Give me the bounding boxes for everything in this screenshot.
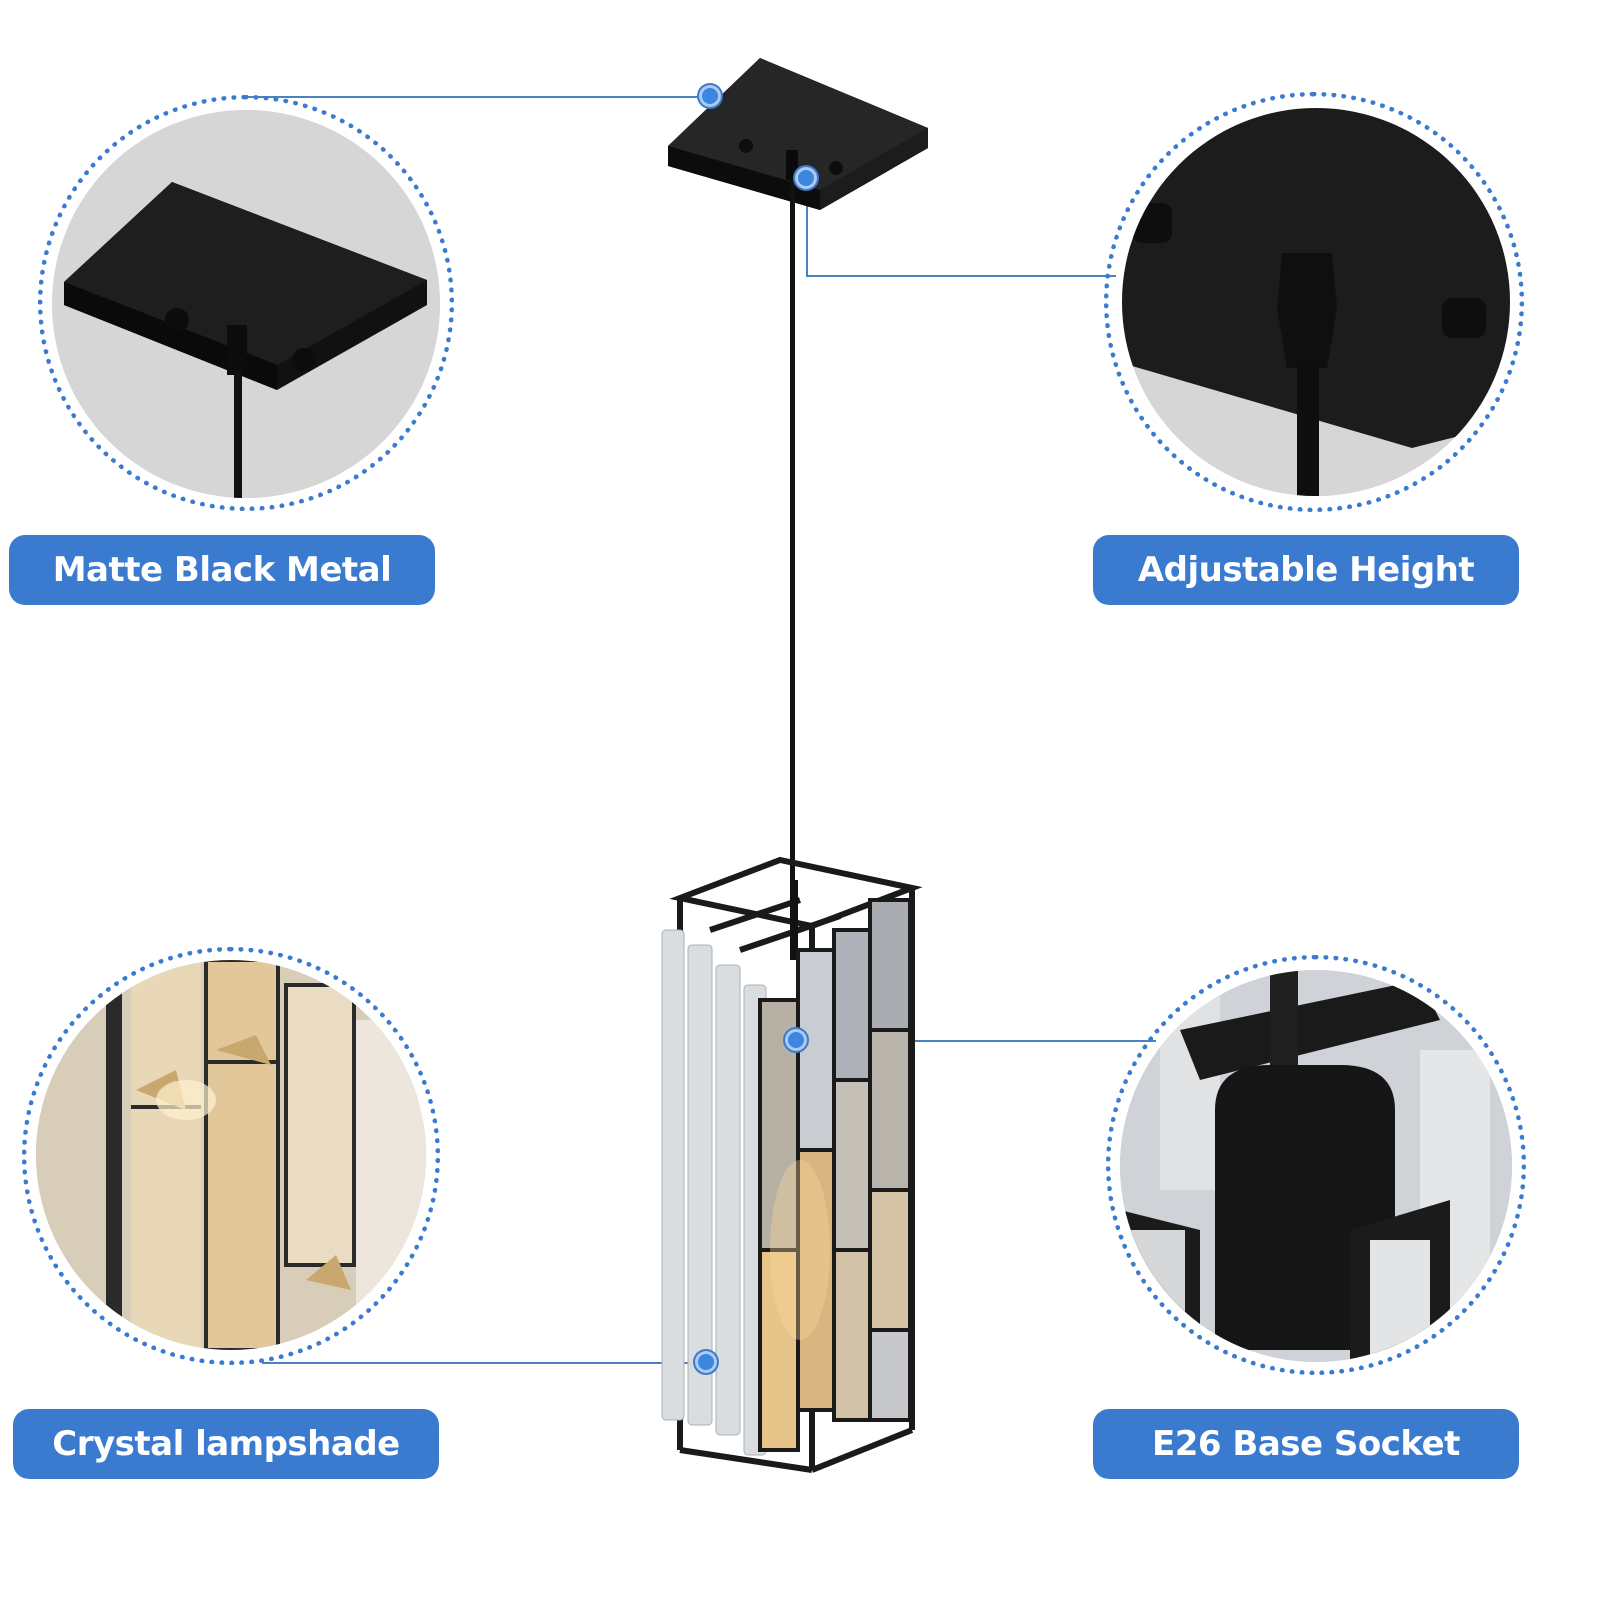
feature-label: E26 Base Socket [1152,1424,1460,1464]
canopy-plate [668,58,928,210]
feature-badge-matte-black-metal: Matte Black Metal [9,535,435,605]
leader-line-adjustable-horizontal [806,275,1116,277]
detail-image-crystal-panels [36,960,426,1350]
feature-badge-adjustable-height: Adjustable Height [1093,535,1519,605]
feature-badge-crystal-lampshade: Crystal lampshade [13,1409,439,1479]
detail-ring-crystal-lampshade [22,947,440,1365]
feature-label: Adjustable Height [1137,550,1475,590]
pendant-light-fixture [640,50,960,1490]
detail-image-canopy [52,110,440,498]
leader-line-adjustable-vertical [806,180,808,275]
feature-badge-e26-base-socket: E26 Base Socket [1093,1409,1519,1479]
detail-image-cord-grip [1122,108,1510,496]
leader-line-crystal [262,1362,707,1364]
detail-ring-e26-socket [1106,955,1526,1375]
detail-image-socket [1120,970,1512,1362]
callout-dot-matte-black[interactable] [702,88,718,104]
detail-ring-matte-black [38,95,454,511]
callout-dot-socket[interactable] [788,1032,804,1048]
leader-line-socket [796,1040,1156,1042]
detail-ring-adjustable-height [1104,92,1524,512]
leader-line-matte-black [245,96,710,98]
feature-label: Crystal lampshade [52,1424,400,1464]
callout-dot-adjustable-height[interactable] [798,170,814,186]
callout-dot-crystal[interactable] [698,1354,714,1370]
feature-label: Matte Black Metal [52,550,392,590]
